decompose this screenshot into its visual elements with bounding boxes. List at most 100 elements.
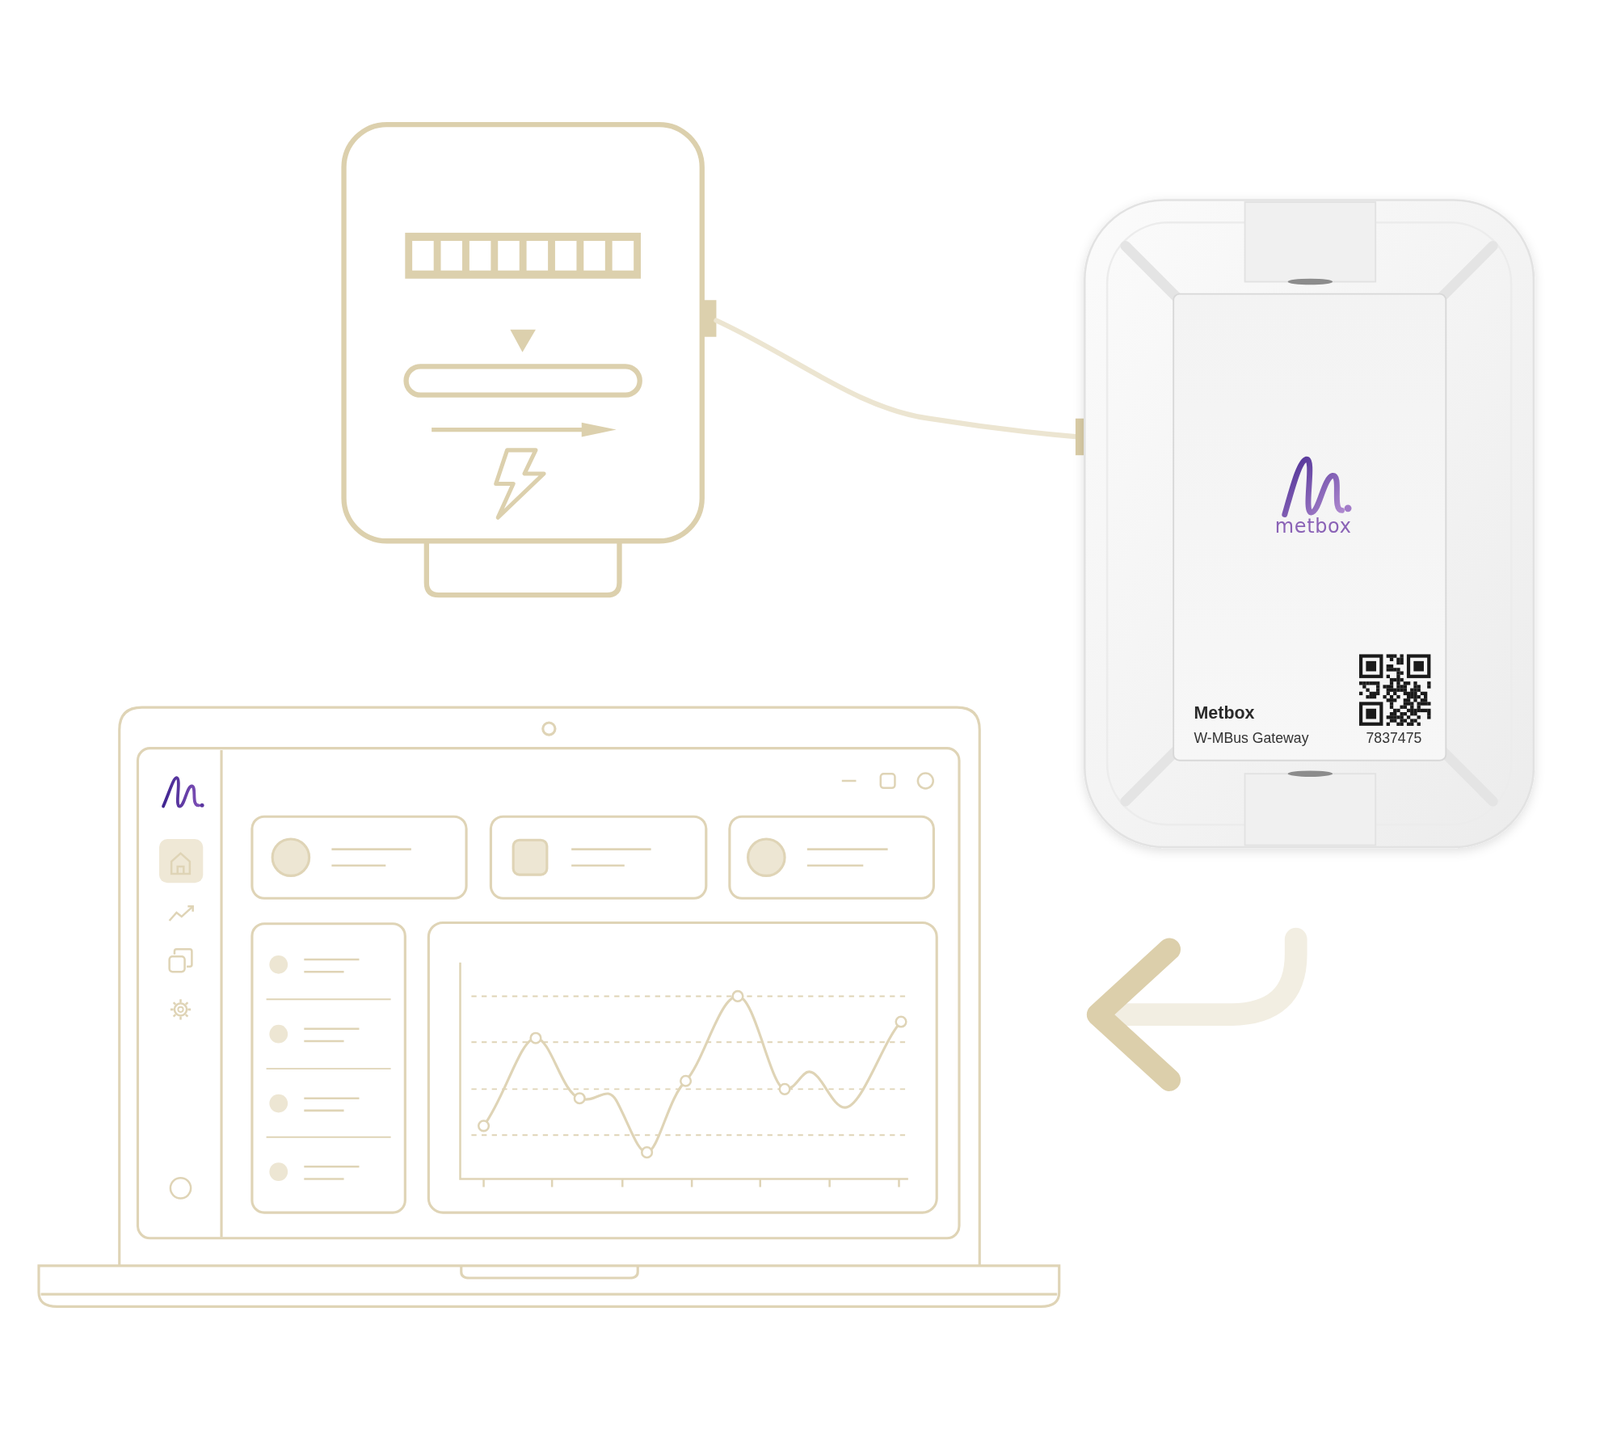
qr-module bbox=[1413, 681, 1417, 685]
laptop-screen bbox=[137, 748, 960, 1238]
qr-module bbox=[1386, 653, 1390, 657]
meter-disc-window bbox=[406, 366, 640, 395]
qr-module bbox=[1359, 691, 1363, 695]
electricity-meter bbox=[344, 124, 717, 595]
laptop-lid bbox=[119, 707, 981, 1266]
qr-module bbox=[1376, 684, 1380, 688]
qr-module bbox=[1396, 708, 1400, 712]
qr-module bbox=[1417, 688, 1421, 692]
list-separator bbox=[266, 997, 392, 1000]
meter-body bbox=[344, 124, 703, 541]
brand-logo-dot bbox=[1344, 504, 1352, 512]
qr-module bbox=[1386, 715, 1390, 719]
qr-module bbox=[1393, 718, 1397, 722]
stat-card bbox=[252, 816, 467, 898]
qr-module bbox=[1410, 701, 1414, 705]
qr-module bbox=[1396, 715, 1400, 719]
chart-point bbox=[680, 1075, 691, 1087]
qr-module bbox=[1389, 711, 1394, 716]
digit-cell bbox=[497, 240, 520, 271]
qr-module bbox=[1393, 715, 1397, 719]
qr-module bbox=[1420, 701, 1424, 705]
chart-point bbox=[641, 1146, 653, 1158]
device-name: Metbox bbox=[1193, 703, 1255, 724]
gear-icon-hub bbox=[177, 1006, 183, 1012]
laptop-base bbox=[38, 1265, 1060, 1307]
qr-module bbox=[1393, 698, 1397, 702]
qr-module bbox=[1423, 691, 1428, 695]
qr-module bbox=[1389, 698, 1394, 702]
qr-module bbox=[1423, 708, 1428, 712]
qr-module bbox=[1406, 691, 1411, 695]
chart-point bbox=[574, 1092, 586, 1104]
qr-module bbox=[1389, 657, 1394, 662]
list-dot bbox=[269, 955, 288, 974]
qr-module bbox=[1372, 681, 1377, 685]
mount-tab bbox=[1245, 202, 1377, 282]
qr-module bbox=[1413, 711, 1417, 716]
qr-finder bbox=[1410, 657, 1428, 675]
stat-card bbox=[729, 816, 935, 898]
qr-module bbox=[1417, 705, 1421, 709]
list-dot bbox=[269, 1024, 288, 1044]
gateway-device: metboxMetboxW-MBus Gateway7837475 bbox=[1084, 199, 1534, 847]
qr-module bbox=[1386, 691, 1390, 695]
qr-module bbox=[1389, 667, 1394, 671]
placeholder-line bbox=[303, 970, 344, 973]
qr-module bbox=[1399, 684, 1403, 688]
qr-module bbox=[1417, 684, 1421, 688]
qr-module bbox=[1423, 701, 1428, 705]
meter-display bbox=[404, 232, 641, 279]
qr-module bbox=[1410, 711, 1414, 716]
card-icon bbox=[748, 838, 785, 876]
qr-module bbox=[1413, 688, 1417, 692]
meter-base bbox=[426, 540, 620, 595]
qr-module bbox=[1389, 688, 1394, 692]
list-dot bbox=[269, 1094, 288, 1113]
qr-module bbox=[1399, 677, 1403, 682]
placeholder-line bbox=[303, 1096, 359, 1099]
qr-module bbox=[1410, 708, 1414, 712]
qr-module bbox=[1427, 681, 1431, 685]
qr-module bbox=[1376, 691, 1380, 695]
app-logo bbox=[163, 777, 199, 806]
qr-module bbox=[1359, 681, 1363, 685]
flow-arrow bbox=[1098, 938, 1297, 1080]
qr-module bbox=[1393, 653, 1397, 657]
chart-panel bbox=[428, 922, 937, 1213]
chart-ticks bbox=[484, 1178, 900, 1187]
qr-module bbox=[1376, 681, 1380, 685]
qr-module bbox=[1410, 722, 1414, 726]
qr-module bbox=[1396, 722, 1400, 726]
placeholder-line bbox=[571, 864, 625, 868]
chart-points bbox=[478, 990, 906, 1158]
gridline bbox=[471, 1087, 908, 1090]
qr-module bbox=[1427, 711, 1431, 716]
qr-module bbox=[1396, 674, 1400, 678]
rib bbox=[1125, 245, 1177, 297]
qr-module bbox=[1396, 661, 1400, 665]
digit-cell bbox=[583, 240, 606, 271]
qr-module bbox=[1372, 694, 1377, 699]
qr-finder bbox=[1406, 653, 1431, 678]
qr-module bbox=[1396, 688, 1400, 692]
laptop-notch bbox=[461, 1266, 638, 1278]
qr-module bbox=[1365, 681, 1369, 685]
qr-module bbox=[1393, 691, 1397, 695]
qr-module bbox=[1417, 708, 1421, 712]
qr-module bbox=[1406, 698, 1411, 702]
qr-module bbox=[1427, 684, 1431, 688]
chart-axes bbox=[460, 962, 909, 1179]
gridline bbox=[471, 1133, 908, 1136]
list-panel bbox=[252, 923, 405, 1213]
qr-module bbox=[1423, 698, 1428, 702]
lightning-symbol bbox=[496, 450, 544, 518]
qr-module bbox=[1369, 681, 1373, 685]
brand-logo-text: metbox bbox=[1084, 513, 1542, 537]
qr-module bbox=[1410, 691, 1414, 695]
qr-module bbox=[1399, 711, 1403, 716]
placeholder-line bbox=[807, 847, 889, 851]
digit-cell bbox=[441, 240, 464, 271]
window-maximize bbox=[880, 773, 896, 788]
qr-module bbox=[1403, 691, 1407, 695]
